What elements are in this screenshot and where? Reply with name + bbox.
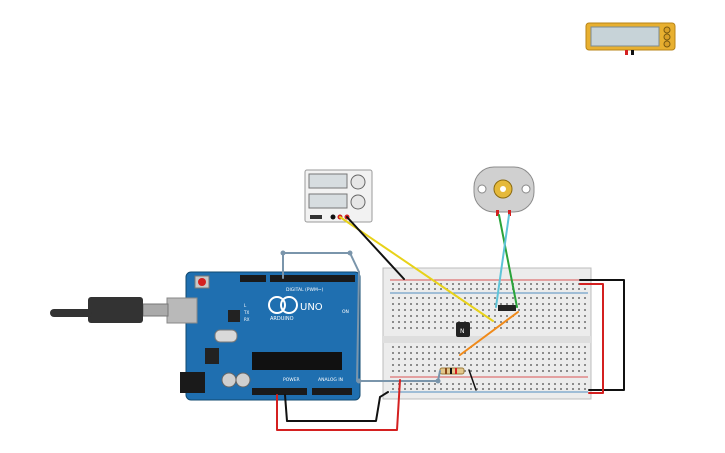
wire-cyan[interactable] [495, 214, 510, 308]
arduino-model-label: UNO [300, 302, 323, 313]
breadboard[interactable] [382, 267, 592, 400]
multimeter[interactable] [585, 22, 676, 55]
resistor[interactable] [439, 367, 465, 375]
dc-motor[interactable] [473, 166, 535, 216]
wire-black-short[interactable] [468, 369, 477, 391]
wire-red-5v[interactable] [276, 379, 401, 431]
rx-led-label: RX [244, 317, 250, 322]
wire-gray-right[interactable] [356, 271, 441, 382]
power-header-label: POWER [283, 377, 300, 383]
breadboard-holes [392, 283, 586, 390]
diode[interactable] [498, 305, 516, 311]
wire-yellow[interactable] [339, 216, 494, 322]
wire-orange[interactable] [459, 311, 519, 356]
arduino-uno[interactable]: UNO ARDUINO DIGITAL (PWM~) POWER ANALOG … [166, 271, 361, 401]
analog-header-label: ANALOG IN [318, 377, 343, 383]
wire-endpoints [280, 250, 441, 384]
arduino-brand-label: ARDUINO [270, 316, 294, 322]
on-led-label: ON [342, 309, 349, 315]
power-supply[interactable] [304, 169, 373, 223]
wire-black-rail[interactable] [579, 279, 625, 391]
usb-cable[interactable] [50, 297, 169, 323]
transistor-label: N [460, 328, 465, 335]
wire-red-rail[interactable] [579, 283, 604, 394]
wire-gray-top[interactable] [282, 252, 360, 273]
wire-black-supply[interactable] [346, 216, 405, 280]
transistor[interactable]: N [456, 322, 470, 337]
l-led-label: L [244, 303, 247, 308]
wires [276, 214, 625, 431]
digital-header-label: DIGITAL (PWM~) [286, 287, 324, 293]
tx-led-label: TX [243, 310, 249, 315]
wire-black-gnd[interactable] [284, 391, 389, 422]
wire-green[interactable] [498, 214, 518, 308]
